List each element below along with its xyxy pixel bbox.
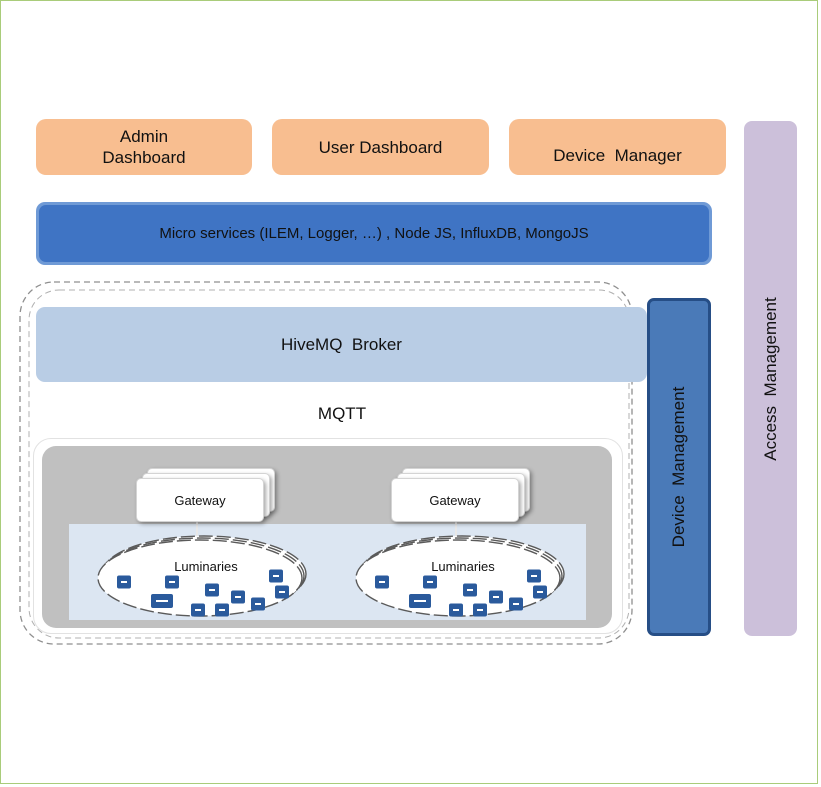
micro-services-label: Micro services (ILEM, Logger, …) , Node … (159, 225, 589, 242)
luminaries-left-label: Luminaries (174, 559, 238, 574)
luminary-icon-dash (209, 589, 215, 591)
admin-dashboard-box: Admin Dashboard (36, 119, 252, 175)
luminary-icon-dash (279, 591, 285, 593)
device-manager-box: Device Manager (509, 119, 726, 175)
device-management-bar: Device Management (647, 298, 711, 636)
gateway-left: Gateway (136, 478, 264, 522)
luminary-icon-dash (477, 609, 483, 611)
access-management-bar: Access Management (744, 121, 797, 636)
mqtt-label: MQTT (317, 404, 367, 423)
luminary-icon-dash (513, 603, 519, 605)
device-manager-label: Device Manager (553, 145, 682, 165)
luminary-icon-dash (379, 581, 385, 583)
gateway-right-label: Gateway (429, 492, 481, 508)
user-dashboard-box: User Dashboard (272, 119, 489, 175)
gateway-left-label: Gateway (174, 492, 226, 508)
user-dashboard-label: User Dashboard (318, 137, 443, 157)
access-management-label: Access Management (760, 296, 780, 461)
dashed-boundary (19, 281, 633, 645)
dashed-boundary-inner (28, 289, 630, 639)
luminary-icon-dash (537, 591, 543, 593)
device-management-label: Device Management (669, 386, 688, 548)
luminary-icon-dash (273, 575, 279, 577)
luminary-icon-dash (219, 609, 225, 611)
luminary-icon-dash (195, 609, 201, 611)
luminaries-right-label: Luminaries (431, 559, 495, 574)
luminary-icon-dash (255, 603, 261, 605)
luminary-icon-dash (169, 581, 175, 583)
micro-services-inner: Micro services (ILEM, Logger, …) , Node … (39, 205, 709, 262)
luminary-icon-dash (467, 589, 473, 591)
luminary-icon-dash (235, 596, 241, 598)
gateway-connector-left (196, 516, 198, 540)
luminary-icon-dash (427, 581, 433, 583)
broker-label: HiveMQ Broker (281, 334, 402, 354)
luminary-icon-dash (121, 581, 127, 583)
admin-dashboard-label: Admin Dashboard (102, 127, 186, 167)
luminary-icon-dash (453, 609, 459, 611)
luminary-icon-dash (531, 575, 537, 577)
luminary-icon-dash (156, 600, 168, 602)
broker-box: HiveMQ Broker (36, 307, 647, 382)
luminary-icon-dash (493, 596, 499, 598)
gateway-connector-right (455, 516, 457, 540)
micro-services-bar: Micro services (ILEM, Logger, …) , Node … (36, 202, 712, 265)
luminary-icon-dash (414, 600, 426, 602)
gateway-right: Gateway (391, 478, 519, 522)
